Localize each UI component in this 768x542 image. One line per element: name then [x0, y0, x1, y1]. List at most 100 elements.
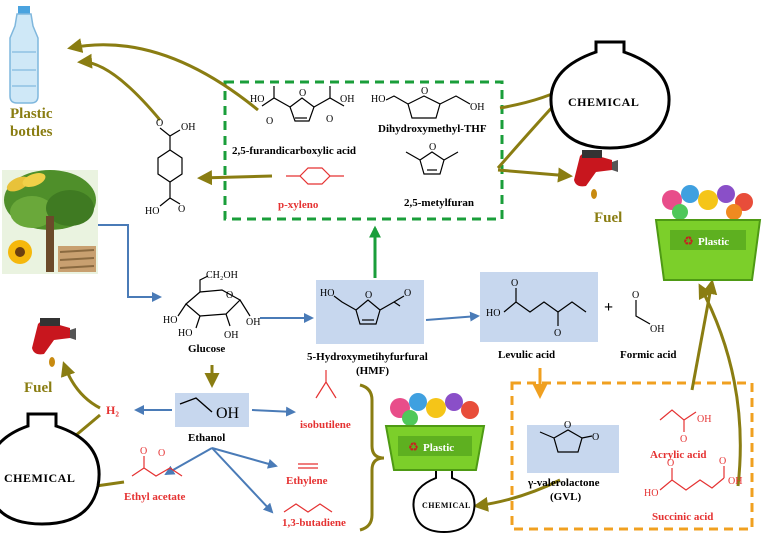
- hmf-derivatives-box: [223, 80, 504, 221]
- ethanol-to-ethylene-arrow: [211, 447, 278, 469]
- dmf-label: 2,5-metylfuran: [404, 197, 474, 209]
- fuel-pump-icon: [32, 318, 76, 367]
- acrylic-label: Acrylic acid: [650, 449, 707, 461]
- tpa-ho-2: HO: [145, 206, 159, 217]
- levulinic-o-2: O: [554, 328, 561, 339]
- hmf-to-levulinic-arrow: [425, 311, 480, 322]
- hmf-structure: [333, 295, 405, 325]
- ethanol-structure: [179, 397, 213, 413]
- glucose-ch2oh: CH₂OH: [206, 270, 238, 281]
- ethylacetate-o-1: O: [158, 448, 165, 459]
- ethanol-highlight: [175, 393, 249, 427]
- ethyl-acetate-structure: [131, 456, 183, 477]
- chemical-label-top: CHEMICAL: [568, 95, 639, 109]
- dhm-oh-2: OH: [470, 102, 484, 113]
- hmf-label-1: 5-Hydroxymetihyfurfural: [307, 351, 428, 363]
- hmf-ho: HO: [320, 288, 334, 299]
- plastic-bracket: [359, 383, 385, 532]
- levulinic-o-1: O: [511, 278, 518, 289]
- biomass-to-glucose-arrow: [98, 224, 162, 302]
- glucose-ring-o: O: [226, 290, 233, 301]
- glucose-oh-4: OH: [246, 317, 260, 328]
- tpa-o-1: O: [156, 118, 163, 129]
- gvl-label-1: γ-valerolactone: [527, 477, 600, 489]
- fdca-ring-o: O: [299, 88, 306, 99]
- h2-to-fuel-arrow: [60, 361, 101, 410]
- succinic-o-2: O: [719, 456, 726, 467]
- gvl-label-2: (GVL): [550, 491, 582, 503]
- butadiene-structure: [283, 503, 333, 513]
- formic-label: Formic acid: [620, 349, 677, 361]
- plastic-label-bottom: Plastic: [423, 442, 454, 454]
- glucose-oh-3: OH: [224, 330, 238, 341]
- formic-structure: [635, 300, 651, 325]
- succinic-structure: [659, 466, 725, 491]
- dhm-thf-structure: [385, 95, 471, 119]
- gvl-structure: [539, 429, 593, 453]
- ethanol-oh: OH: [216, 405, 240, 422]
- succinic-o-1: O: [667, 458, 674, 469]
- chemical-flask-icon: CHEMICAL: [0, 412, 101, 526]
- acrylic-structure: [659, 409, 697, 432]
- pxylene-structure: [286, 167, 344, 185]
- succinic-label: Succinic acid: [652, 511, 713, 523]
- fdca-to-bottles-arrow: [67, 38, 259, 112]
- glucose-ho-2: HO: [178, 328, 192, 339]
- ethanol-to-isobutilene-arrow: [251, 406, 296, 417]
- ethanol-to-butadiene-arrow: [211, 447, 274, 514]
- ethylacetate-o-2: O: [140, 446, 147, 457]
- gvl-ring-o: O: [564, 420, 571, 431]
- hmf-highlight: [316, 280, 424, 344]
- levulinic-highlight: [480, 272, 598, 342]
- recycle-icon: ♻: [408, 440, 419, 454]
- dmf-to-fuel-arrow: [497, 167, 573, 183]
- butadiene-label: 1,3-butadiene: [282, 517, 346, 529]
- fdca-label: 2,5-furandicarboxylic acid: [232, 145, 356, 157]
- recycle-icon: ♻: [683, 234, 694, 248]
- h2-label: H₂: [106, 403, 119, 417]
- chemical-flask-icon: CHEMICAL: [549, 40, 671, 150]
- pxylene-to-terephthalic-arrow: [197, 170, 273, 186]
- fdca-o-2: O: [326, 114, 333, 125]
- plastic-label-top: Plastic: [698, 236, 729, 248]
- succinic-to-plastic-arrow: [698, 283, 742, 487]
- gvl-o: O: [592, 432, 599, 443]
- ethanol-label: Ethanol: [188, 432, 225, 444]
- levulinic-ho: HO: [486, 308, 500, 319]
- glucose-ho-1: HO: [163, 315, 177, 326]
- ethylene-label: Ethylene: [286, 475, 328, 487]
- ethanol-to-ethylacetate-arrow: [164, 447, 213, 475]
- succinic-ho: HO: [644, 488, 658, 499]
- fuel-label-top: Fuel: [594, 210, 622, 226]
- dhm-ring-o: O: [421, 86, 428, 97]
- terephthalic-to-bottles-arrow: [77, 53, 162, 121]
- acrylic-to-plastic-arrow: [690, 279, 718, 391]
- formic-o: O: [632, 290, 639, 301]
- biomass-icon: [2, 170, 98, 274]
- hmf-label-2: (HMF): [356, 365, 389, 377]
- fdca-structure: [261, 86, 345, 122]
- plastic-bottles-label-1: Plastic: [10, 106, 53, 122]
- acrylic-o: O: [680, 434, 687, 445]
- levulinic-derivatives-box: [510, 381, 754, 531]
- ethyl-acetate-label: Ethyl acetate: [124, 491, 186, 503]
- tpa-oh-1: OH: [181, 122, 195, 133]
- levulinic-structure: [503, 288, 587, 326]
- plastic-basket-icon: [654, 185, 762, 281]
- fuel-label-left: Fuel: [24, 380, 52, 396]
- plus-sign: +: [604, 299, 613, 316]
- glucose-label: Glucose: [188, 343, 225, 355]
- plastic-bottle-icon: [9, 6, 39, 104]
- fuel-pump-icon: [574, 150, 618, 199]
- chemical-label-small: CHEMICAL: [422, 501, 471, 510]
- tpa-o-2: O: [178, 204, 185, 215]
- plastic-basket-icon: [384, 393, 486, 471]
- dmf-ring-o: O: [429, 142, 436, 153]
- fdca-oh-2: OH: [340, 94, 354, 105]
- plastic-bottles-label-2: bottles: [10, 124, 53, 140]
- dhm-oh-1: HO: [371, 94, 385, 105]
- fdca-ho-1: HO: [250, 94, 264, 105]
- terephthalic-structure: [157, 127, 183, 207]
- formic-oh: OH: [650, 324, 664, 335]
